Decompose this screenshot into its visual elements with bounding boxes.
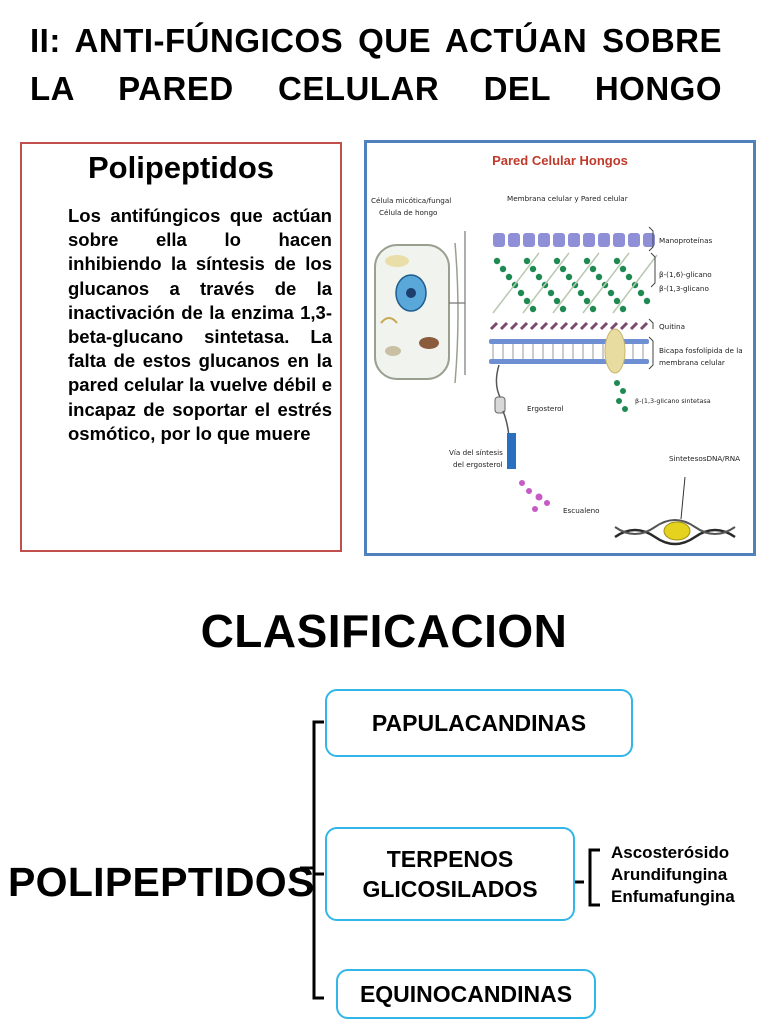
description-paragraph: Los antifúngicos que actúan sobre ella l… bbox=[68, 205, 332, 444]
label-bicapa-1: Bicapa fosfolípida de la bbox=[659, 346, 743, 355]
page-title-line-1: II: ANTI-FÚNGICOS QUE ACTÚAN SOBRE bbox=[30, 22, 722, 59]
label-glucan16: β-(1,6)-glicano bbox=[659, 270, 712, 279]
branch-label: TERPENOS GLICOSILADOS bbox=[362, 846, 538, 902]
classification-title: CLASIFICACION bbox=[200, 605, 568, 657]
fungal-cell-wall-figure: Pared Celular Hongos Célula micótica/fun… bbox=[364, 140, 756, 556]
classification-root: POLIPEPTIDOS bbox=[8, 859, 315, 905]
label-manoproteinas: Manoproteínas bbox=[659, 236, 713, 245]
label-glucan13: β-(1,3-glicano bbox=[659, 284, 709, 293]
description-heading: Polipeptidos bbox=[88, 150, 274, 185]
subitem: Enfumafungina bbox=[611, 887, 735, 906]
page-title-line-2: LA PARED CELULAR DEL HONGO bbox=[30, 70, 722, 107]
subitem: Arundifungina bbox=[611, 865, 728, 884]
label-via-1: Vía del síntesis bbox=[449, 448, 503, 457]
branch-label: EQUINOCANDINAS bbox=[359, 981, 573, 1007]
label-ergosterol: Ergosterol bbox=[527, 404, 564, 413]
terpenos-subitems: Ascosterósido Arundifungina Enfumafungin… bbox=[611, 842, 735, 908]
cell-wall-diagram: Pared Celular Hongos Célula micótica/fun… bbox=[371, 153, 743, 546]
branch-label: PAPULACANDINAS bbox=[371, 710, 587, 736]
label-sintetasa: β-(1,3-glicano sintetasa bbox=[635, 397, 711, 405]
label-via-2: del ergosterol bbox=[453, 460, 503, 469]
label-quitina: Quitina bbox=[659, 322, 685, 331]
branch-equinocandinas: EQUINOCANDINAS bbox=[336, 969, 596, 1019]
fungal-cell-icon bbox=[374, 231, 466, 384]
polipeptidos-description-box: Polipeptidos Los antifúngicos que actúan… bbox=[20, 142, 342, 552]
subitem: Ascosterósido bbox=[611, 843, 730, 862]
label-dna: SintetesosDNA/RNA bbox=[669, 454, 740, 463]
glucan-chains bbox=[493, 257, 651, 313]
cell-label-1: Célula micótica/fungal bbox=[371, 196, 451, 205]
cell-label-2: Célula de hongo bbox=[379, 208, 437, 217]
label-bicapa-2: membrana celular bbox=[659, 358, 725, 367]
ergosterol-pathway bbox=[494, 364, 550, 512]
label-escualeno: Escualeno bbox=[563, 506, 600, 515]
figure-title: Pared Celular Hongos bbox=[492, 153, 628, 168]
mannoprotein-row bbox=[493, 233, 655, 247]
glucan-crosslinks bbox=[492, 252, 658, 314]
glucan-synthase-enzyme bbox=[604, 328, 628, 412]
branch-papulacandinas: PAPULACANDINAS bbox=[325, 689, 633, 757]
dna-rna-strand bbox=[614, 476, 736, 546]
chitin-layer bbox=[489, 321, 649, 331]
membrane-label: Membrana celular y Pared celular bbox=[507, 194, 628, 203]
branch-terpenos-glicosilados: TERPENOS GLICOSILADOS bbox=[325, 827, 575, 921]
